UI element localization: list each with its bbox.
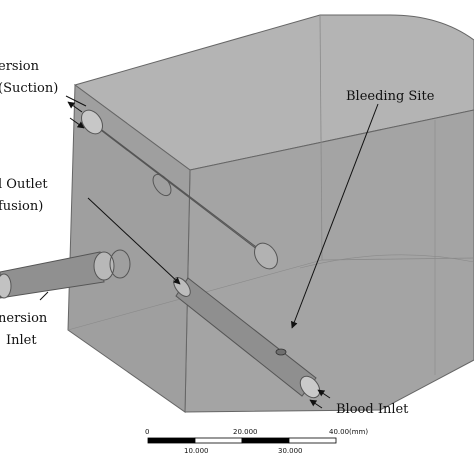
label-immersion-suction-2: (Suction) [0,81,58,96]
immersion-inlet-tube [0,251,105,299]
label-outlet-2: fusion) [0,199,43,214]
bleeding-site-marker [275,348,287,356]
box-back-edge [321,257,474,261]
bleeding-site-arrow [290,103,379,329]
scale-tick-0: 0 [145,428,149,436]
blood-tube-inlet-end [299,375,321,399]
box-left-face [67,84,191,413]
label-outlet-1: l Outlet [0,177,48,192]
suction-tube-end [254,242,278,270]
label-immersion-inlet-1: nersion [0,311,48,326]
box-curved-edge [299,254,474,269]
scale-tick-30: 30.000 [278,447,303,455]
scale-tick-20: 20.000 [233,428,258,436]
suction-tube-ring [152,173,172,197]
box-back-edge [319,14,323,261]
suction-arrow-in [69,117,85,129]
immersion-inlet-leader [39,291,49,301]
immersion-inlet-opening [0,273,12,299]
suction-leader [65,95,87,107]
immersion-inlet-ring-outer [109,249,131,279]
suction-tube-opening [81,109,103,135]
scale-bar: 0 20.000 40.00 (mm) 10.000 30.000 [145,428,368,455]
blood-inlet-arrow-a [317,389,331,399]
scale-unit: (mm) [349,428,368,436]
suction-arrow-out [67,101,83,113]
blood-inlet-arrow-b [309,399,323,409]
label-bleeding-site: Bleeding Site [346,89,435,104]
label-immersion-suction-1: ersion [0,59,40,74]
label-immersion-inlet-2: Inlet [6,333,37,348]
scale-tick-10: 10.000 [184,447,209,455]
immersion-inlet-ring [93,251,115,281]
label-blood-inlet: Blood Inlet [336,402,409,417]
box-top-face [73,14,474,171]
scale-tick-40: 40.00 [329,428,349,436]
outlet-leader-arrow [87,197,181,285]
